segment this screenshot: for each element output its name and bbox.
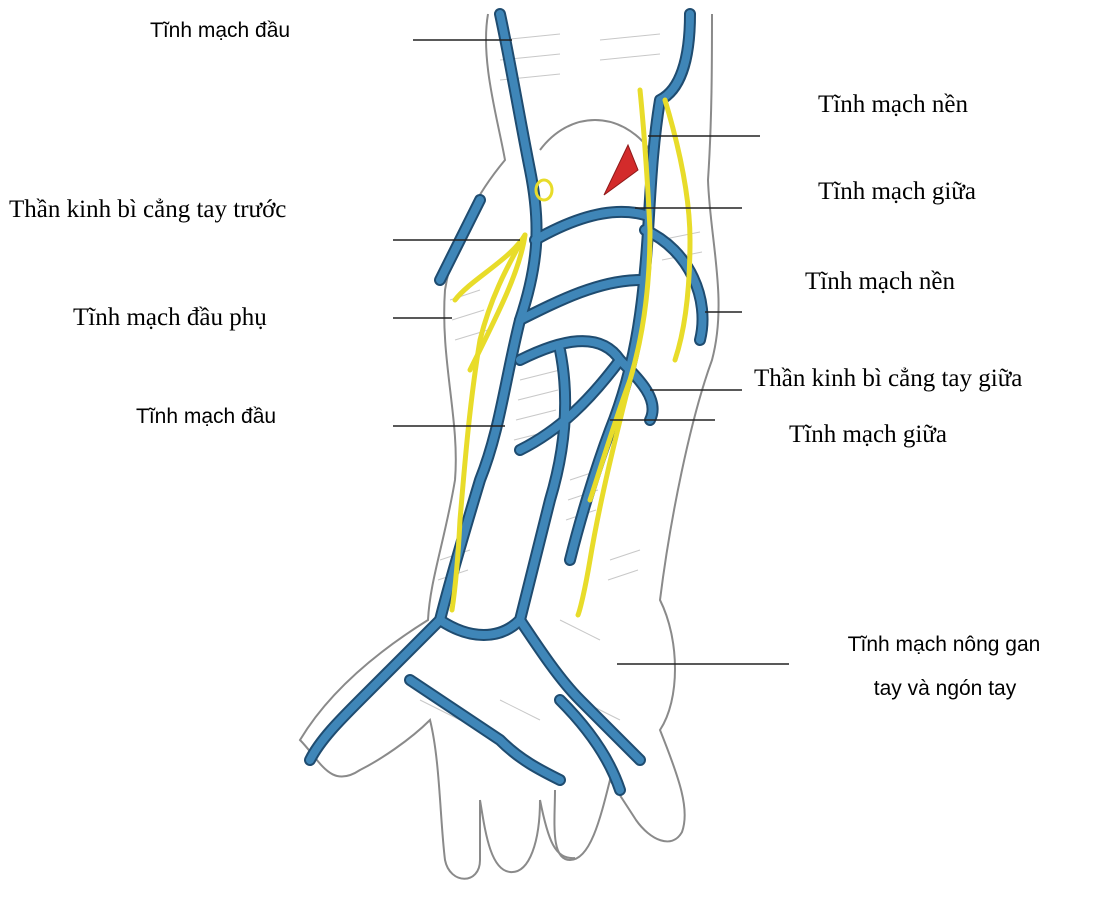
label-palmar-veins-line1: Tĩnh mạch nông gan: [824, 634, 1064, 655]
label-cephalic-vein-low: Tĩnh mạch đầu: [136, 406, 276, 427]
label-median-vein-low: Tĩnh mạch giữa: [789, 422, 947, 447]
artery: [604, 145, 638, 195]
label-basilic-vein-mid: Tĩnh mạch nền: [805, 269, 955, 294]
label-basilic-vein-top: Tĩnh mạch nền: [818, 92, 968, 117]
label-cephalic-vein-top: Tĩnh mạch đầu: [150, 20, 290, 41]
label-accessory-cephalic-vein: Tĩnh mạch đầu phụ: [73, 305, 267, 330]
label-lateral-cutaneous-nerve: Thần kinh bì cẳng tay trước: [9, 197, 286, 222]
label-medial-cutaneous-nerve: Thần kinh bì cẳng tay giữa: [754, 366, 1022, 391]
label-median-vein-top: Tĩnh mạch giữa: [818, 179, 976, 204]
label-palmar-veins-line2: tay và ngón tay: [825, 678, 1065, 699]
